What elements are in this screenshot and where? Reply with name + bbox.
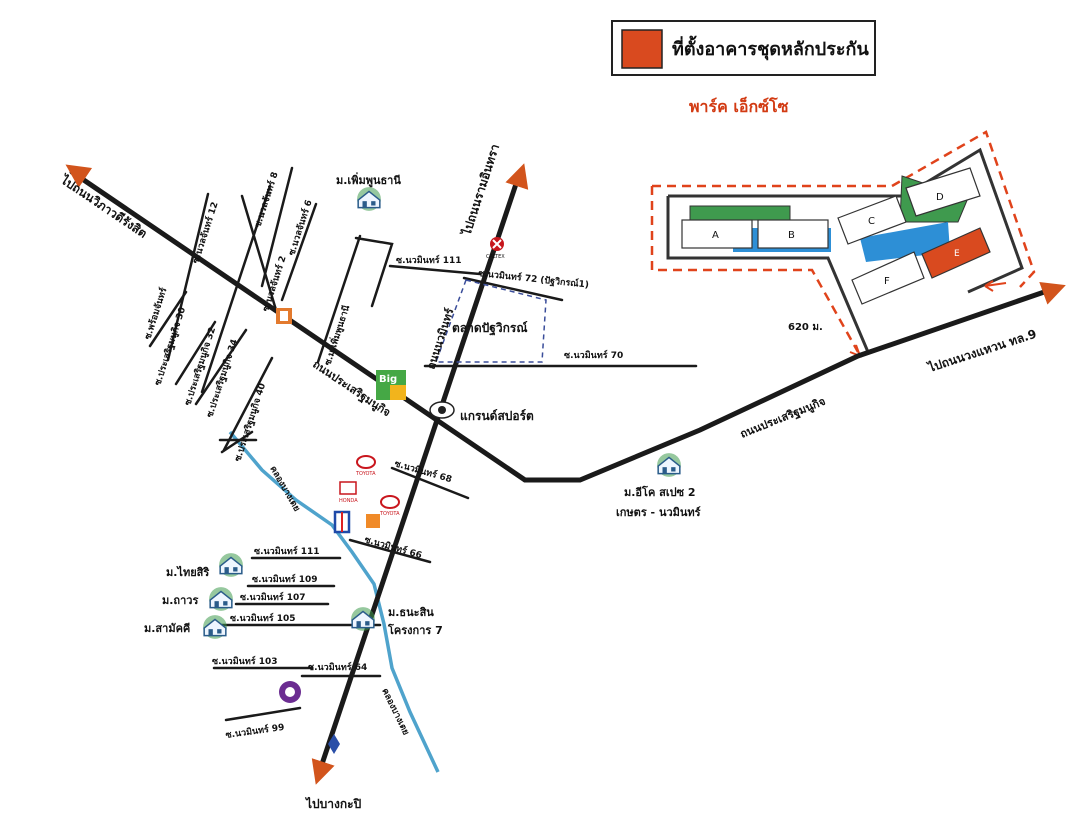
place-thanasin-2: โครงการ 7: [387, 623, 443, 637]
stadium-icon: [429, 401, 455, 419]
soi-nw105: ซ.นวมินทร์ 105: [230, 612, 296, 624]
place-ecospace-2: เกษตร - นวมินทร์: [616, 506, 701, 519]
place-thavorn: ม.ถาวร: [162, 594, 198, 607]
dest-ring9: ไปถนนวงแหวน ทล.9: [924, 326, 1038, 376]
pttep-icon: [328, 734, 340, 754]
road-prasert-lower: ถนนประเสริฐมนูกิจ: [738, 395, 827, 442]
legend-label: ที่ตั้งอาคารชุดหลักประกัน: [672, 35, 869, 61]
legend-swatch: [621, 29, 663, 69]
soi-nl8: ซ.นวลจันทร์ 8: [251, 170, 280, 229]
canal-lower: คลองบางเตย: [379, 687, 410, 737]
shop-icon: [276, 308, 292, 324]
fuel-station-icon: [333, 510, 351, 534]
soi-nw64: ซ.นวมินทร์ 64: [308, 661, 367, 673]
main-roads: [69, 169, 1053, 773]
village-icon: [218, 552, 244, 578]
legend: ที่ตั้งอาคารชุดหลักประกัน: [611, 20, 876, 76]
site-title: พาร์ค เอ็กซ์โซ: [689, 95, 789, 116]
canal-upper: คลองบางเตย: [267, 465, 301, 514]
honda-label: HONDA: [339, 498, 358, 504]
soi-labels: ซ.นวลจันทร์ 12 ซ.นวลจันทร์ 8 ซ.นวลจันทร์…: [141, 170, 623, 741]
caltex-icon: CALTEX: [486, 237, 505, 260]
place-thanasin-1: ม.ธนะสิน: [388, 606, 434, 619]
building-e-label: E: [954, 249, 960, 259]
caltex-label: CALTEX: [486, 254, 505, 260]
toyota-icon-2: TOYOTA: [379, 495, 400, 517]
soi-ph-nl: ซ.พร้อมจันทร์: [141, 286, 169, 341]
honda-icon: HONDA: [339, 481, 358, 504]
soi-nw107: ซ.นวมินทร์ 107: [240, 591, 306, 603]
temple-icon: [279, 681, 301, 703]
building-c-label: C: [868, 216, 875, 227]
landmark-icons: CALTEX Big TOYOTA HONDA TOYOTA: [276, 237, 505, 754]
soi-nw111: ซ.นวมินทร์ 111: [254, 545, 320, 557]
village-icon: [350, 606, 376, 632]
canal-line: [228, 430, 440, 773]
soi-nw109: ซ.นวมินทร์ 109: [252, 573, 318, 585]
big-c-label: Big: [379, 374, 397, 385]
soi-nw103: ซ.นวมินทร์ 103: [212, 655, 278, 667]
market-label: ตลาดปัฐวิกรณ์: [452, 321, 528, 336]
soi-nw111-top: ซ.นวมินทร์ 111: [396, 254, 462, 266]
minor-roads: [148, 166, 698, 722]
toyota-icon-1: TOYOTA: [355, 455, 376, 477]
big-c-icon: Big: [376, 370, 406, 400]
market-area: [434, 279, 547, 363]
building-f-label: F: [884, 276, 890, 287]
dest-bangkapi: ไปบางกะปิ: [304, 796, 362, 811]
village-icon: [656, 452, 682, 478]
toyota-label-1: TOYOTA: [355, 471, 376, 477]
toyota-label-2: TOYOTA: [379, 511, 400, 517]
place-ecospace-1: ม.อีโค สเปซ 2: [624, 485, 696, 499]
village-icon: [202, 614, 228, 640]
place-grandsport: แกรนด์สปอร์ต: [460, 409, 534, 423]
place-phoemphun: ม.เพิ่มพูนธานี: [336, 172, 401, 188]
place-thaisiri: ม.ไทยสิริ: [166, 565, 209, 579]
soi-nw70: ซ.นวมินทร์ 70: [564, 349, 623, 361]
distance-label: 620 ม.: [788, 322, 823, 333]
building-d-label: D: [936, 192, 944, 203]
dest-rangsit: ไปถนนวิภาวดีรังสิต: [57, 171, 151, 241]
building-b-label: B: [788, 230, 795, 241]
village-icon: [356, 186, 382, 212]
village-icon: [208, 586, 234, 612]
shell-icon: [366, 514, 380, 528]
soi-nw99: ซ.นวมินทร์ 99: [225, 721, 285, 741]
site-plan: A B C D E F 620 ม.: [650, 130, 1036, 358]
dest-ramintra: ไปถนนรามอินทรา: [458, 142, 502, 239]
building-a-label: A: [712, 230, 719, 241]
place-samakkhi: ม.สามัคคี: [144, 622, 190, 635]
